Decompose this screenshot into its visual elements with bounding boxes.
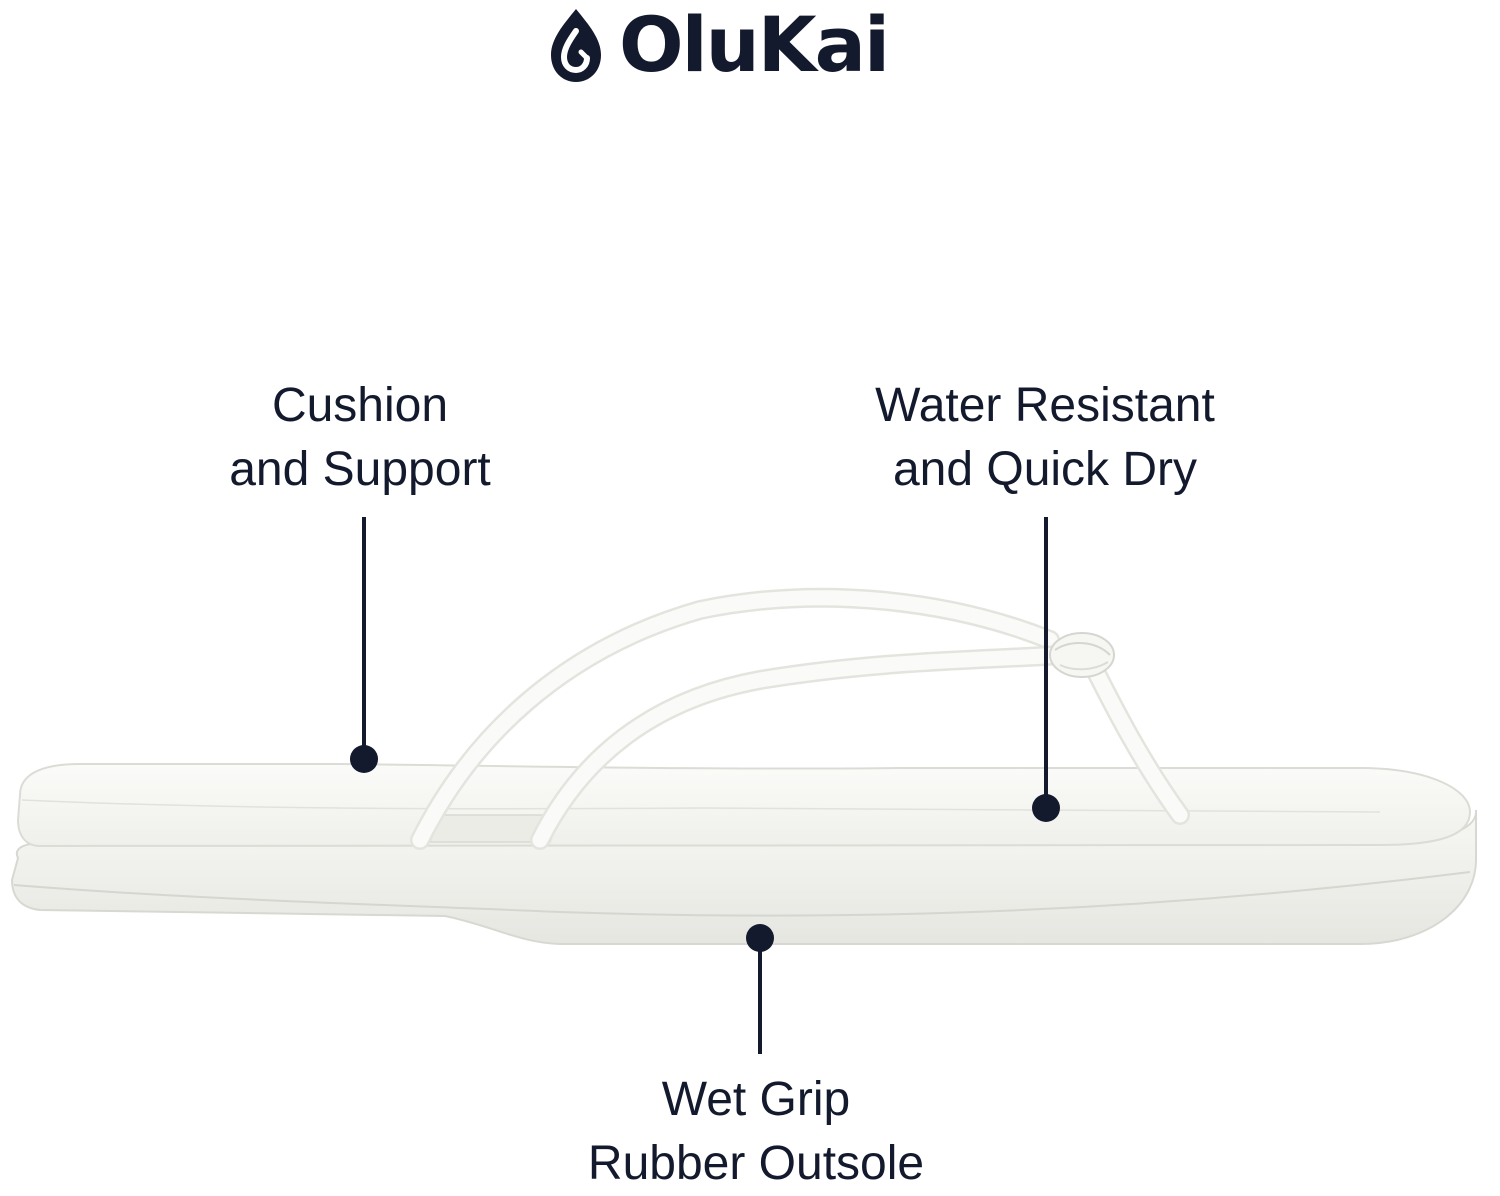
callout-water-line2: and Quick Dry [892,443,1198,496]
leader-line-cushion [362,517,366,759]
callout-cushion-line2: and Support [229,443,491,496]
brand-name: OluKai [619,0,890,89]
fishhook-drop-icon [551,9,601,82]
sandal-knot [1049,632,1115,678]
leader-dot-water [1032,794,1060,822]
callout-wet-grip: Wet Grip Rubber Outsole [556,1068,956,1196]
callout-water-resistant: Water Resistant and Quick Dry [845,374,1245,502]
callout-cushion-and-support: Cushion and Support [200,374,520,502]
leader-dot-cushion [350,745,378,773]
brand-logo: OluKai [545,0,945,90]
sandal-footbed [16,763,1472,848]
leader-line-grip [758,940,762,1054]
callout-cushion-line1: Cushion [271,379,449,432]
leader-line-water [1044,517,1048,807]
callout-water-line1: Water Resistant [875,379,1215,432]
callout-grip-line2: Rubber Outsole [587,1137,925,1190]
callout-grip-line1: Wet Grip [661,1073,851,1126]
